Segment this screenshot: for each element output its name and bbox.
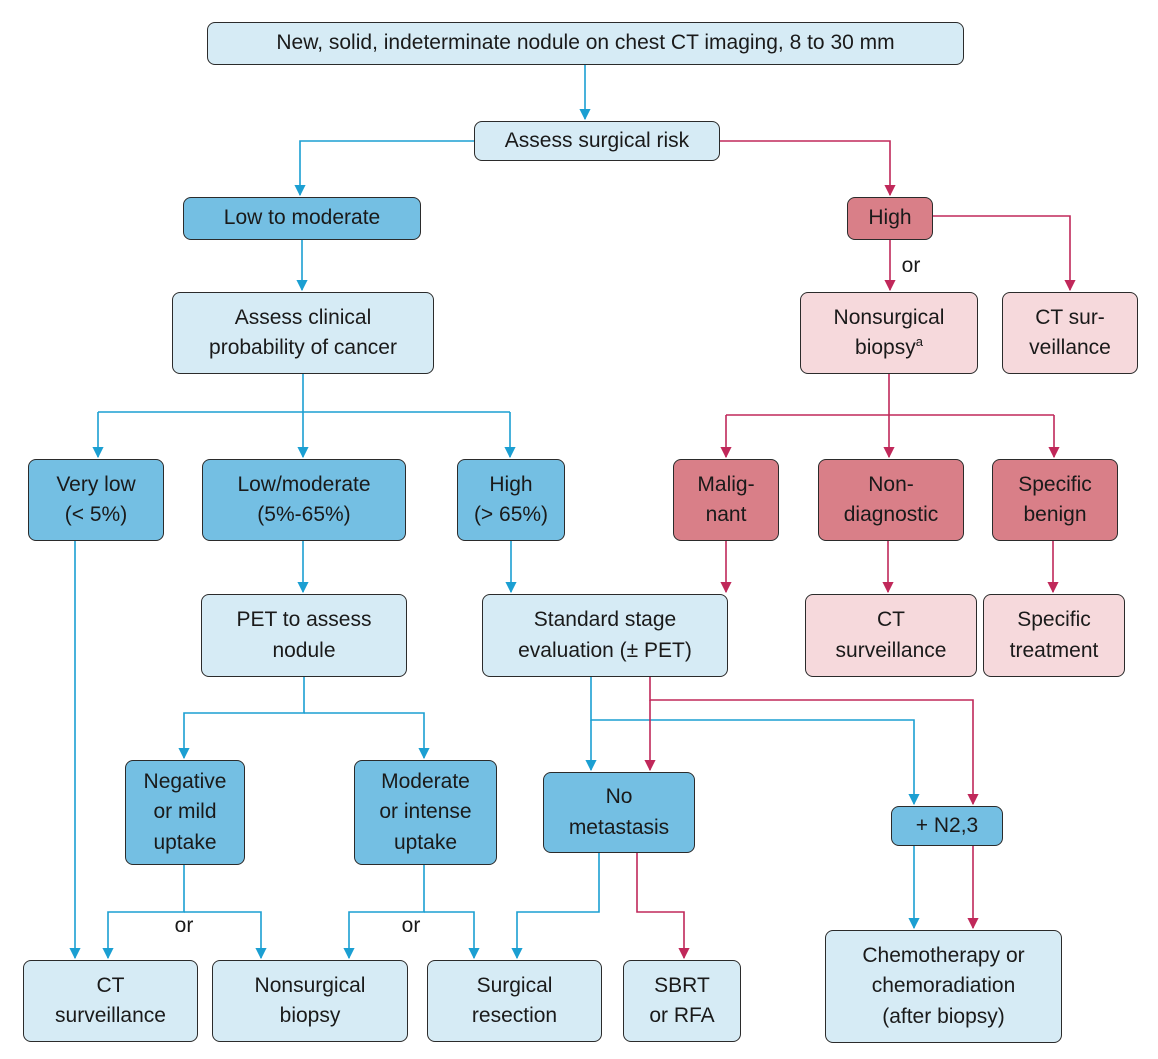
connector-blue-1 xyxy=(294,140,474,197)
connector-pink-23 xyxy=(933,215,1076,292)
node-malignant: Malig- nant xyxy=(673,459,779,541)
node-negative-mild-uptake: Negative or mild uptake xyxy=(125,760,245,865)
node-n23: + N2,3 xyxy=(891,806,1003,846)
node-pet-assess-nodule: PET to assess nodule xyxy=(201,594,407,677)
connector-blue-14 xyxy=(184,911,267,960)
node-ct-surveillance-high: CT sur- veillance xyxy=(1002,292,1138,374)
connector-blue-13 xyxy=(102,865,185,960)
node-no-metastasis: No metastasis xyxy=(543,772,695,853)
node-standard-stage-evaluation: Standard stage evaluation (± PET) xyxy=(482,594,728,677)
connector-blue-19 xyxy=(511,853,600,960)
or-label-high-branch: or xyxy=(901,254,921,277)
node-ct-surveillance-nondiagnostic: CT surveillance xyxy=(805,594,977,677)
node-ct-surveillance-bottom: CT surveillance xyxy=(23,960,198,1042)
node-chemotherapy: Chemotherapy or chemoradiation (after bi… xyxy=(825,930,1062,1043)
connector-pink-21 xyxy=(720,140,896,197)
connector-pink-34 xyxy=(636,853,690,960)
node-moderate-intense-uptake: Moderate or intense uptake xyxy=(354,760,497,865)
connector-blue-15 xyxy=(343,865,425,960)
connector-blue-12 xyxy=(304,712,430,760)
node-high-risk: High xyxy=(847,197,933,240)
node-very-low: Very low (< 5%) xyxy=(28,459,164,541)
or-label-negative-branch: or xyxy=(174,914,194,937)
footnote-marker: a xyxy=(915,334,923,349)
node-specific-treatment: Specific treatment xyxy=(983,594,1125,677)
node-specific-benign: Specific benign xyxy=(992,459,1118,541)
node-assess-clinical-probability: Assess clinical probability of cancer xyxy=(172,292,434,374)
node-surgical-resection: Surgical resection xyxy=(427,960,602,1042)
connector-blue-16 xyxy=(424,911,480,960)
connector-blue-17 xyxy=(590,677,920,806)
or-label-moderate-branch: or xyxy=(401,914,421,937)
node-nondiagnostic: Non- diagnostic xyxy=(818,459,964,541)
node-high-probability: High (> 65%) xyxy=(457,459,565,541)
node-low-to-moderate: Low to moderate xyxy=(183,197,421,240)
node-sbrt-rfa: SBRT or RFA xyxy=(623,960,741,1042)
connector-blue-11 xyxy=(178,677,305,760)
node-root: New, solid, indeterminate nodule on ches… xyxy=(207,22,964,65)
connector-pink-32 xyxy=(649,677,979,806)
node-nonsurgical-biopsy-bottom: Nonsurgical biopsy xyxy=(212,960,408,1042)
node-assess-surgical-risk: Assess surgical risk xyxy=(474,121,720,161)
node-low-moderate-probability: Low/moderate (5%-65%) xyxy=(202,459,406,541)
node-nonsurgical-biopsy-high: Nonsurgical biopsya xyxy=(800,292,978,374)
